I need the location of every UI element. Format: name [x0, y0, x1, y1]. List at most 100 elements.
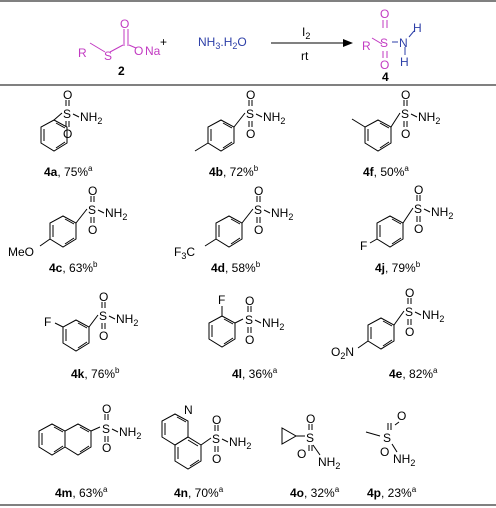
svg-text:O: O — [63, 127, 72, 141]
svg-text:S: S — [246, 107, 254, 121]
compound-id: 4a — [44, 165, 58, 179]
compound-id: 4e — [389, 367, 403, 381]
svg-text:MeO: MeO — [8, 245, 34, 259]
svg-text:S: S — [254, 203, 262, 217]
caption-4l: 4l, 36%a — [232, 366, 278, 381]
caption-4o: 4o, 32%a — [290, 485, 340, 500]
structure-4k: O S O NH2 F — [44, 290, 138, 352]
compound-yield: , 32% — [304, 486, 335, 500]
compound-id: 4n — [174, 486, 188, 500]
svg-text:O: O — [246, 127, 255, 141]
structure-4o: O S O NH2 — [281, 412, 340, 471]
structure-4l: F O S O NH2 — [208, 293, 284, 348]
svg-text:O: O — [63, 88, 72, 102]
svg-text:F: F — [360, 239, 367, 253]
yield-footnote: a — [88, 164, 93, 173]
svg-text:O: O — [102, 402, 111, 416]
svg-text:NH2: NH2 — [119, 425, 141, 441]
svg-text:NH2: NH2 — [263, 110, 285, 126]
svg-text:O: O — [212, 452, 221, 466]
structure-4b: O S O NH2 — [194, 88, 285, 152]
svg-text:N: N — [184, 403, 193, 417]
condition-iodine: I2 — [302, 25, 310, 41]
svg-text:F: F — [44, 315, 51, 329]
caption-4k: 4k, 76%b — [71, 366, 120, 381]
caption-4j: 4j, 79%b — [375, 260, 421, 275]
yield-footnote: a — [335, 485, 340, 494]
caption-4m: 4m, 63%a — [55, 485, 108, 500]
yield-footnote: b — [93, 260, 98, 269]
svg-text:S: S — [401, 107, 409, 121]
compound-id: 4l — [232, 367, 242, 381]
svg-text:O: O — [380, 58, 389, 72]
yield-footnote: a — [103, 485, 108, 494]
svg-text:NH2: NH2 — [318, 455, 340, 471]
caption-4f: 4f, 50%a — [363, 164, 409, 179]
sulfonamide-product: O R S O N H H — [362, 7, 422, 72]
svg-text:O: O — [245, 294, 254, 308]
compound-yield: , 58% — [225, 261, 256, 275]
compound-yield: , 75% — [57, 165, 88, 179]
sulfinate-structure: O R S O Na — [78, 17, 161, 63]
svg-text:O: O — [405, 325, 414, 339]
condition-rt: rt — [301, 49, 309, 63]
structure-4d: O S O NH2 F3C — [174, 184, 293, 261]
svg-text:S: S — [99, 309, 107, 323]
svg-text:O: O — [405, 286, 414, 300]
structure-4m: O S O NH2 — [38, 402, 141, 456]
structure-4n: N O S O NH2 — [161, 403, 251, 470]
svg-text:O: O — [254, 184, 263, 198]
svg-text:NH2: NH2 — [431, 205, 453, 221]
compound-yield: , 36% — [242, 367, 273, 381]
yield-footnote: a — [404, 164, 409, 173]
compound-yield: , 63% — [62, 261, 93, 275]
svg-text:Na: Na — [145, 44, 161, 58]
svg-text:O: O — [120, 17, 129, 31]
svg-text:S: S — [306, 431, 314, 445]
svg-text:O: O — [401, 88, 410, 102]
svg-text:O: O — [246, 88, 255, 102]
compound-id: 4m — [55, 486, 72, 500]
structure-4f: O S O NH2 — [351, 88, 440, 152]
svg-text:S: S — [414, 202, 422, 216]
svg-text:R: R — [78, 46, 87, 60]
svg-text:S: S — [102, 422, 110, 436]
caption-4b: 4b, 72%b — [209, 164, 259, 179]
reactant-label: 2 — [118, 64, 125, 78]
svg-text:O: O — [380, 7, 389, 21]
caption-4p: 4p, 23%a — [367, 485, 417, 500]
svg-text:O: O — [245, 333, 254, 347]
yield-footnote: a — [219, 485, 224, 494]
yield-footnote: b — [115, 366, 120, 375]
plus-sign: + — [160, 35, 167, 49]
caption-4c: 4c, 63%b — [49, 260, 98, 275]
svg-text:O: O — [88, 184, 97, 198]
structure-4c: O S O NH2 MeO — [8, 184, 127, 259]
svg-text:F: F — [218, 293, 225, 307]
compound-id: 4b — [209, 165, 223, 179]
compound-yield: , 82% — [402, 367, 433, 381]
svg-text:R: R — [362, 39, 371, 53]
compound-yield: , 23% — [381, 486, 412, 500]
svg-text:O: O — [401, 127, 410, 141]
svg-text:O: O — [99, 290, 108, 304]
compound-id: 4c — [49, 261, 63, 275]
svg-text:H: H — [413, 21, 422, 35]
compound-yield: , 72% — [223, 165, 254, 179]
svg-text:O: O — [99, 329, 108, 343]
svg-text:S: S — [63, 107, 71, 121]
yield-footnote: b — [256, 260, 261, 269]
compound-id: 4k — [71, 367, 85, 381]
svg-text:NH2: NH2 — [80, 110, 102, 126]
svg-text:NH2: NH2 — [422, 308, 444, 324]
svg-text:S: S — [104, 49, 112, 63]
svg-text:F3C: F3C — [174, 245, 195, 261]
compound-yield: , 70% — [188, 486, 219, 500]
caption-4e: 4e, 82%a — [389, 366, 438, 381]
svg-text:O: O — [380, 445, 389, 459]
svg-text:O: O — [134, 44, 143, 58]
caption-4n: 4n, 70%a — [174, 485, 224, 500]
